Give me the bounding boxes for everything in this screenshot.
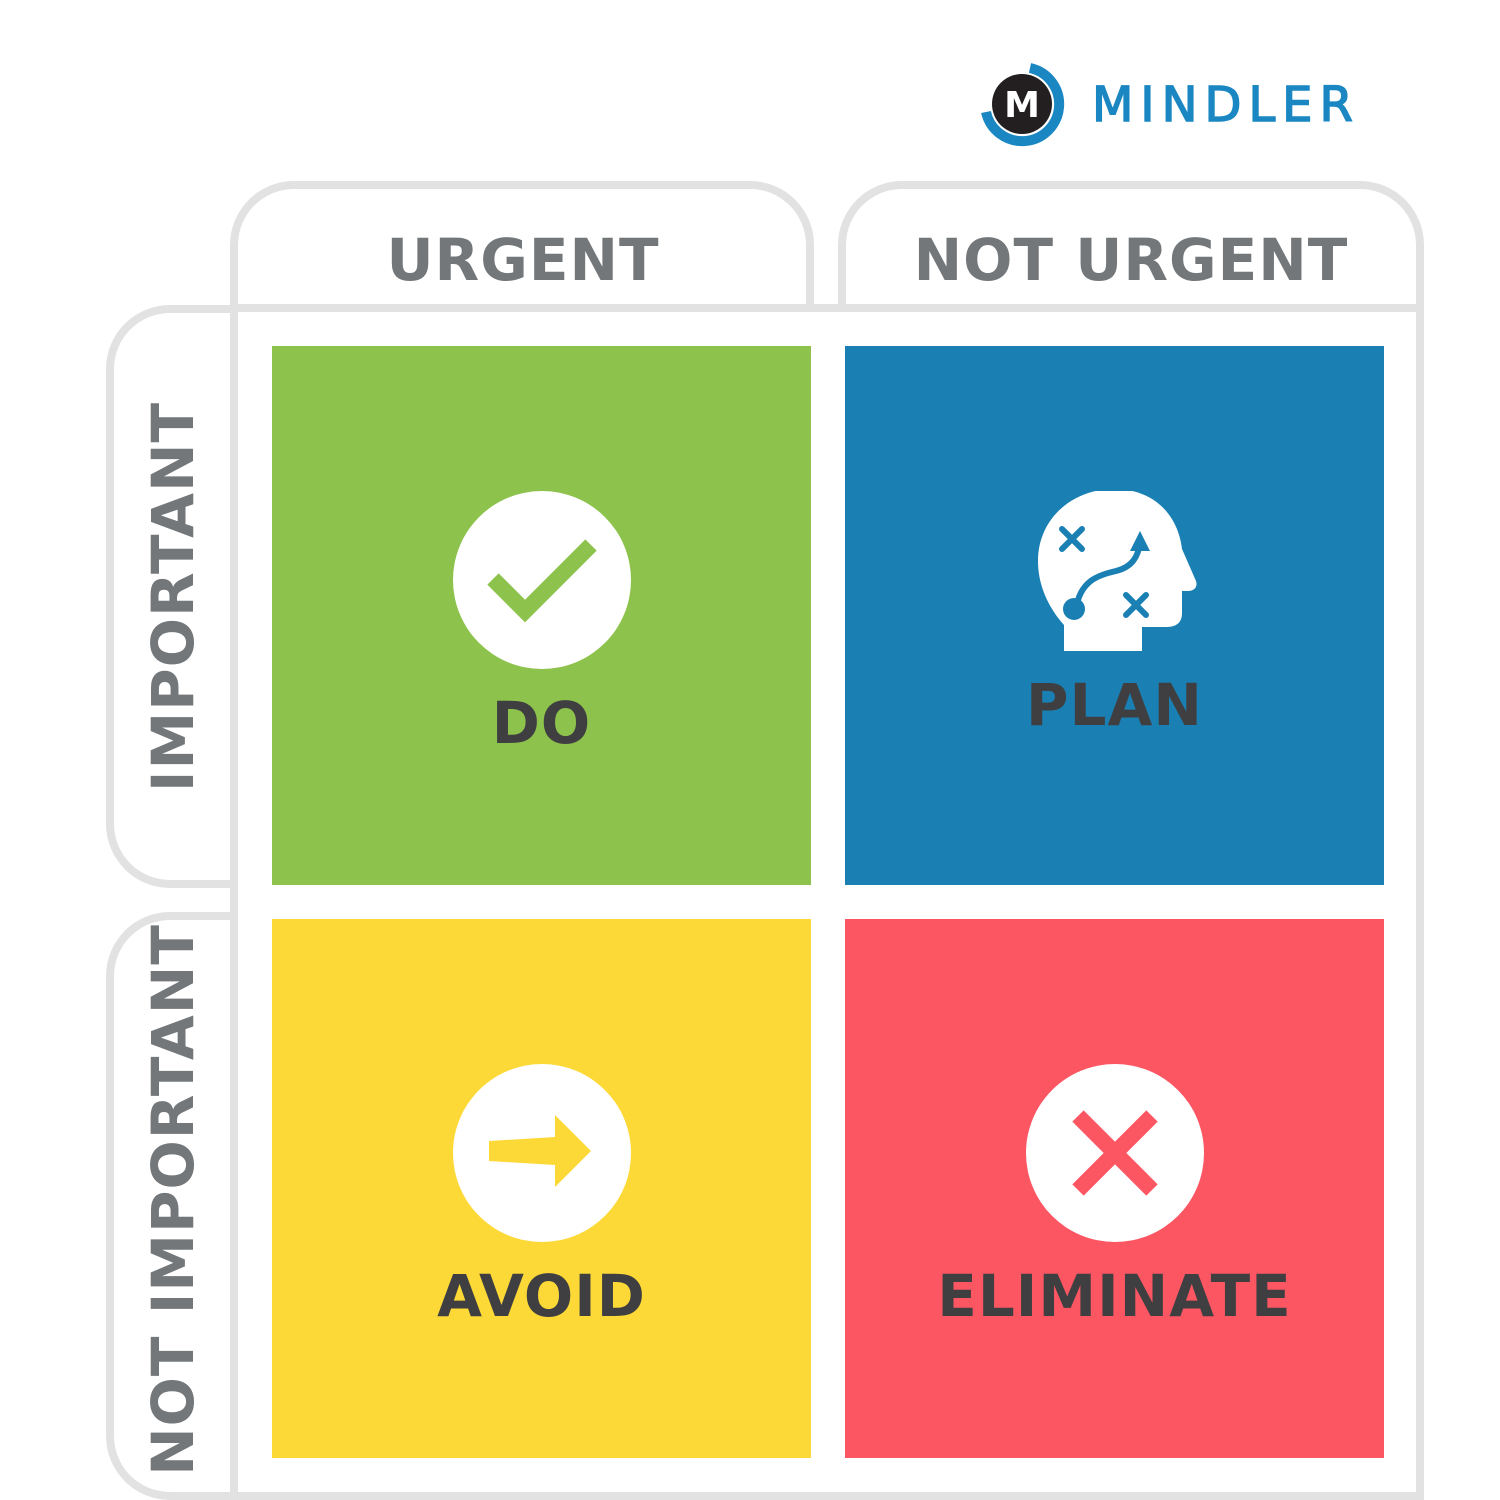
column-label-not-urgent: NOT URGENT [913, 226, 1349, 294]
row-label-important: IMPORTANT [139, 401, 208, 792]
quadrant-plan: PLAN [845, 346, 1384, 885]
quadrant-do: DO [272, 346, 811, 885]
row-label-important-wrap: IMPORTANT [118, 313, 228, 880]
not-urgent-header-tab [838, 181, 1424, 312]
urgent-header-tab [230, 181, 814, 312]
quadrant-label-eliminate: ELIMINATE [937, 1262, 1292, 1330]
head-strategy-icon [1026, 489, 1204, 669]
x-icon [1025, 1064, 1204, 1242]
arrow-right-icon [452, 1064, 631, 1242]
svg-text:M: M [1004, 85, 1040, 126]
not-important-side-tab [106, 912, 238, 1500]
important-side-tab [106, 305, 238, 888]
quadrant-avoid: AVOID [272, 919, 811, 1458]
row-label-not-important-wrap: NOT IMPORTANT [118, 920, 228, 1480]
brand-name: MINDLER [1091, 76, 1360, 134]
quadrant-eliminate: ELIMINATE [845, 919, 1384, 1458]
mindler-logo: M MINDLER [978, 60, 1360, 150]
quadrant-label-do: DO [491, 689, 592, 757]
quadrant-label-plan: PLAN [1026, 671, 1203, 739]
checkmark-icon [452, 491, 631, 669]
row-label-not-important: NOT IMPORTANT [139, 924, 208, 1476]
column-label-urgent: URGENT [386, 226, 660, 294]
mindler-logo-mark-icon: M [978, 60, 1068, 150]
quadrant-label-avoid: AVOID [437, 1262, 646, 1330]
